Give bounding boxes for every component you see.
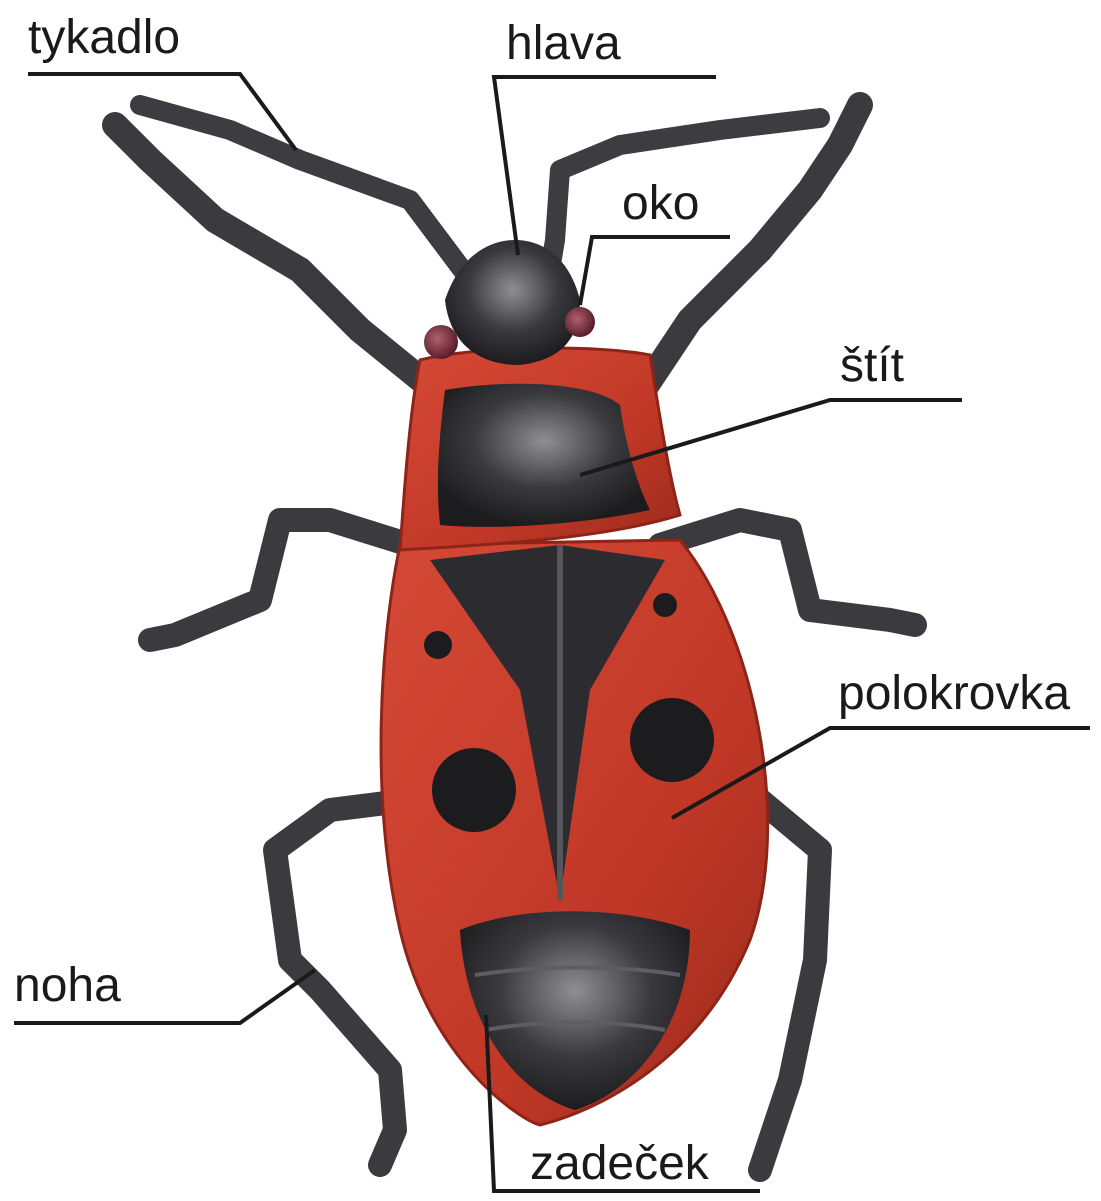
label-hlava: hlava	[506, 20, 621, 68]
body	[381, 540, 768, 1125]
spot-left-large	[432, 748, 516, 832]
leg-front-left	[115, 125, 440, 395]
label-oko: oko	[622, 180, 699, 228]
label-stit: štít	[840, 342, 904, 390]
label-tykadlo: tykadlo	[28, 14, 180, 62]
eye-left	[424, 325, 458, 359]
label-polokrovka: polokrovka	[838, 670, 1070, 718]
label-noha: noha	[14, 962, 121, 1010]
spot-left-small	[424, 631, 452, 659]
label-zadecek: zadeček	[530, 1140, 709, 1188]
spot-right-large	[630, 698, 714, 782]
spot-right-small	[653, 593, 677, 617]
eye-right	[565, 307, 595, 337]
leg-middle-left	[150, 520, 410, 640]
leg-front-right	[640, 105, 860, 395]
pronotum	[400, 348, 680, 550]
